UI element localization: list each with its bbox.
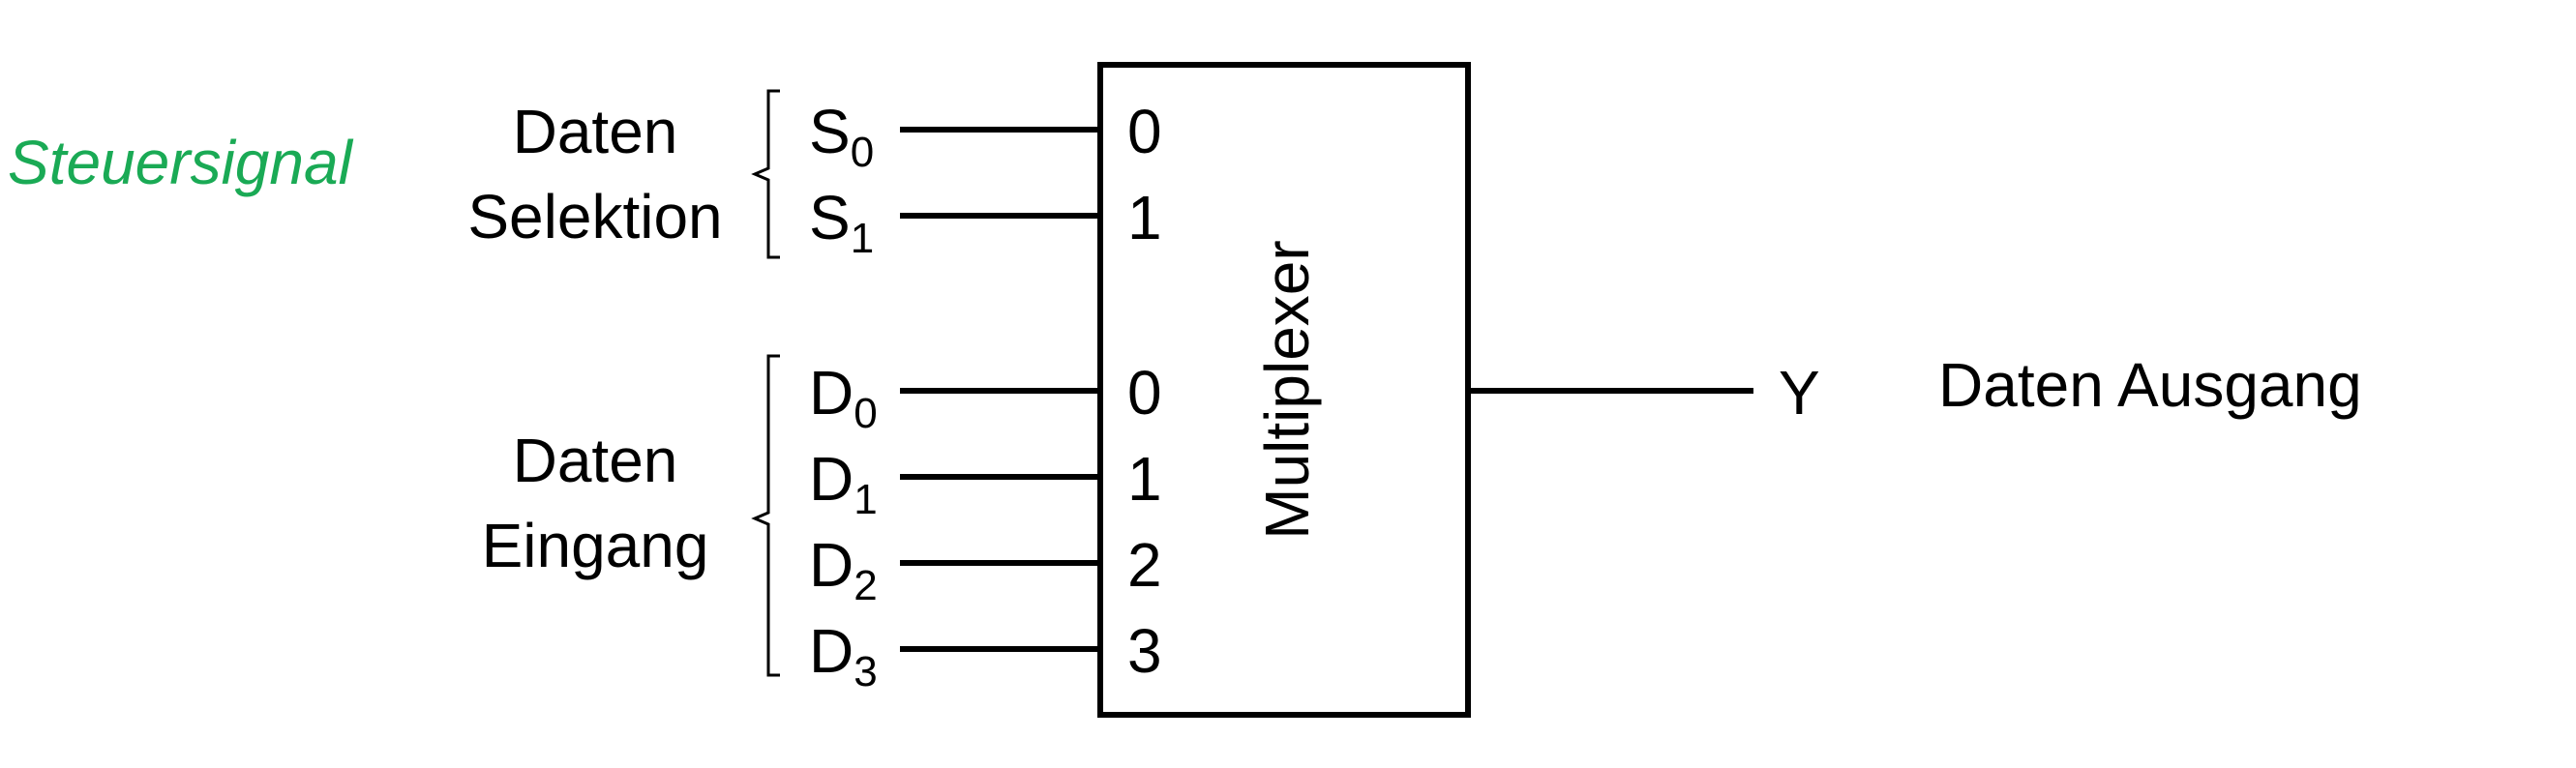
port-d3: 3: [1127, 616, 1162, 686]
signal-s1: S1: [809, 187, 874, 260]
signal-d1-sub: 1: [854, 476, 878, 523]
signal-s0-base: S: [809, 97, 851, 166]
signal-s1-sub: 1: [850, 215, 875, 262]
signal-d0: D0: [809, 362, 878, 435]
signal-d3: D3: [809, 620, 878, 694]
output-label: Daten Ausgang: [1938, 350, 2362, 420]
signal-d2-sub: 2: [854, 562, 878, 609]
signal-d0-base: D: [809, 358, 854, 428]
signal-s0-sub: 0: [850, 129, 875, 176]
output-signal: Y: [1779, 358, 1820, 428]
signal-s0: S0: [809, 101, 874, 174]
data-input-bracket: [751, 354, 780, 677]
signal-d1-base: D: [809, 444, 854, 514]
signal-s1-base: S: [809, 183, 851, 252]
selection-label-line2: Selektion: [467, 182, 723, 251]
data-input-label-line2: Eingang: [481, 511, 709, 580]
signal-d2-base: D: [809, 530, 854, 600]
signal-d1: D1: [809, 448, 878, 521]
signal-d3-sub: 3: [854, 648, 878, 695]
port-s1: 1: [1127, 183, 1162, 252]
signal-d0-sub: 0: [854, 390, 878, 437]
selection-label-line1: Daten: [512, 97, 678, 166]
port-d1: 1: [1127, 444, 1162, 514]
port-s0: 0: [1127, 97, 1162, 166]
multiplexer-label: Multiplexer: [1252, 240, 1322, 540]
data-input-label-line1: Daten: [512, 426, 678, 495]
selection-bracket: [751, 89, 780, 259]
port-d0: 0: [1127, 358, 1162, 428]
control-signal-label: Steuersignal: [8, 128, 352, 197]
signal-d3-base: D: [809, 616, 854, 686]
port-d2: 2: [1127, 530, 1162, 600]
signal-d2: D2: [809, 534, 878, 607]
